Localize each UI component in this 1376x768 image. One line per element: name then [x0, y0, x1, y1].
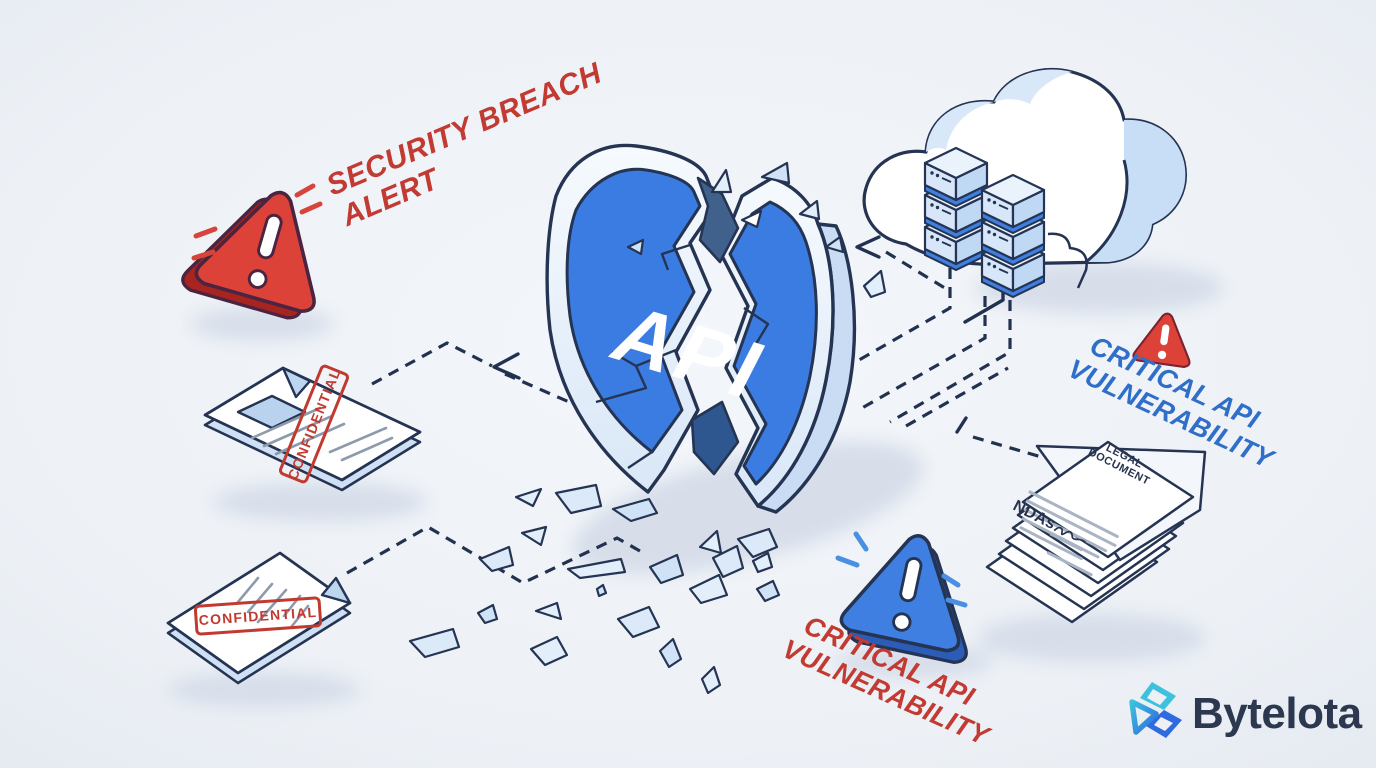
- server-stack-left: [923, 146, 989, 272]
- shield-fragments: [408, 161, 887, 695]
- signature: [1049, 526, 1086, 552]
- blue-emphasis-dashes: [835, 531, 968, 608]
- bytelota-logo-icon: [1129, 682, 1182, 738]
- cloud-servers: [862, 67, 1187, 299]
- brand-logo: Bytelota: [1129, 682, 1363, 738]
- broken-api-shield: API: [545, 143, 857, 514]
- confidential-document-top: CONFIDENTIAL: [203, 364, 422, 492]
- red-emphasis-dashes: [191, 183, 323, 261]
- vulnerability-warning-icon: [839, 534, 968, 665]
- brand-name: Bytelota: [1192, 689, 1363, 738]
- confidential-document-bottom: CONFIDENTIAL: [166, 551, 352, 685]
- exclamation-icon: [892, 556, 923, 632]
- security-breach-warning-icon: [181, 190, 316, 320]
- exclamation-icon: [247, 213, 283, 289]
- connector-arrowheads: [492, 235, 1005, 434]
- critical-api-warning-icon: [1132, 312, 1191, 368]
- server-stack-right: [980, 173, 1046, 299]
- legal-document-stack: LEGAL DOCUMENT NDAs: [985, 440, 1207, 624]
